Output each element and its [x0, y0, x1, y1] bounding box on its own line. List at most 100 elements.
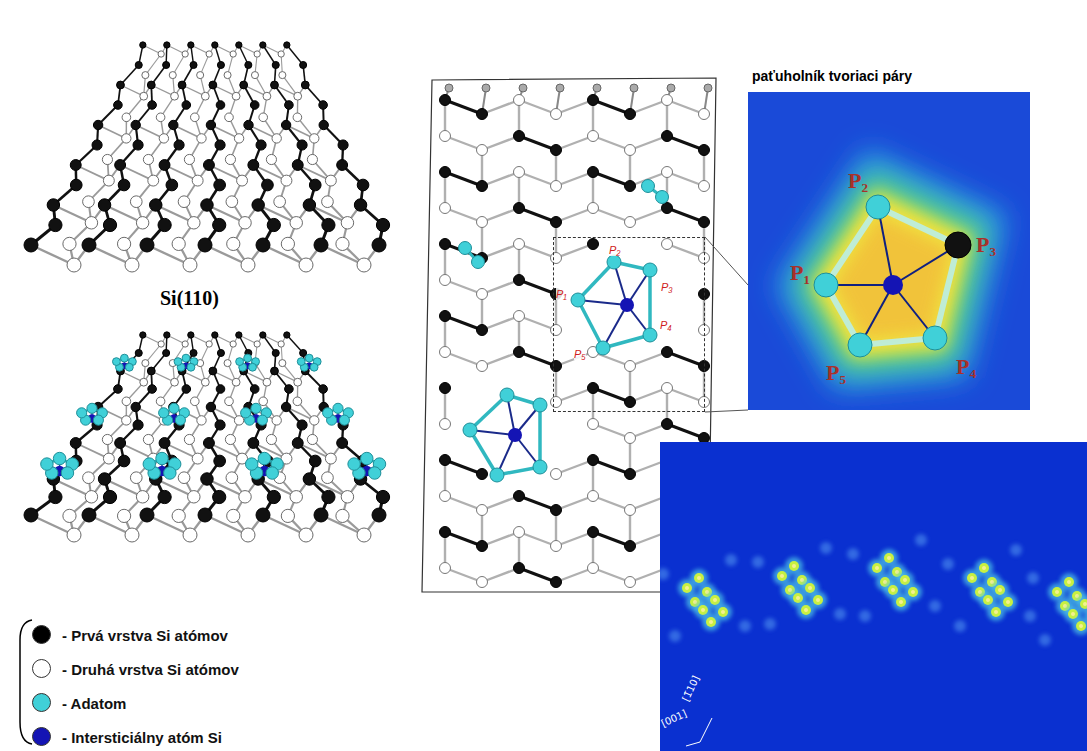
second-layer-atom — [192, 453, 203, 464]
second-layer-atom — [290, 217, 302, 229]
reconstructed-surface — [24, 332, 390, 542]
hydrogen-atom — [704, 84, 712, 92]
first-layer-atom — [281, 402, 290, 411]
first-layer-atom — [376, 218, 389, 231]
second-layer-atom — [514, 311, 525, 322]
second-layer-atom — [117, 237, 130, 250]
second-layer-atom — [197, 72, 204, 79]
first-layer-atom — [260, 42, 266, 48]
adatom — [169, 403, 179, 413]
second-layer-atom — [122, 397, 131, 406]
second-layer-atom — [299, 528, 313, 542]
adatom-cluster — [41, 452, 79, 479]
first-layer-atom — [588, 239, 599, 250]
second-layer-atom — [278, 341, 284, 347]
second-layer-atom — [130, 472, 142, 484]
second-layer-atom — [440, 347, 451, 358]
first-layer-atom — [131, 120, 140, 129]
first-layer-atom — [372, 238, 386, 252]
first-layer-atom — [216, 385, 225, 394]
first-layer-atom — [118, 455, 130, 467]
stm-spot — [694, 573, 704, 583]
second-layer-atom — [158, 341, 164, 347]
first-layer-atom — [256, 508, 270, 522]
adatom — [472, 256, 485, 269]
first-layer-atom — [309, 455, 321, 467]
first-layer-atom — [252, 199, 264, 211]
second-layer-atom — [266, 154, 276, 164]
position-label: P₂ — [609, 244, 621, 256]
stm-spot — [713, 598, 717, 602]
second-layer-atom — [477, 217, 488, 228]
first-layer-atom — [115, 438, 126, 449]
legend-swatch — [32, 693, 51, 712]
second-layer-atom — [122, 113, 131, 122]
adatom — [159, 408, 169, 418]
adatom — [41, 458, 53, 470]
position-label: P₃ — [661, 281, 673, 293]
first-layer-atom — [214, 179, 226, 191]
first-layer-atom — [354, 199, 366, 211]
second-layer-atom — [225, 154, 235, 164]
first-layer-atom — [140, 42, 146, 48]
second-layer-atom — [440, 275, 451, 286]
second-layer-atom — [440, 131, 451, 142]
second-layer-atom — [178, 472, 190, 484]
stm-spot — [693, 600, 697, 604]
adatom — [500, 388, 514, 402]
stm-ground — [660, 442, 1087, 751]
adatom — [53, 452, 65, 464]
adatom — [459, 242, 472, 255]
second-layer-atom — [102, 154, 112, 164]
second-layer-atom — [325, 453, 336, 464]
second-layer-atom — [588, 563, 599, 574]
first-layer-atom — [945, 232, 971, 258]
first-layer-atom — [285, 101, 294, 110]
first-layer-atom — [588, 95, 599, 106]
first-layer-atom — [150, 199, 162, 211]
second-layer-atom — [336, 509, 349, 522]
first-layer-atom — [203, 160, 214, 171]
first-layer-atom — [256, 140, 266, 150]
stm-spot — [1076, 595, 1087, 613]
first-layer-atom — [236, 42, 242, 48]
first-layer-atom — [625, 397, 636, 408]
density-inset — [748, 92, 1030, 410]
first-layer-atom — [551, 577, 562, 588]
stm-panel: [1̄10][001] — [660, 442, 1087, 751]
adatom — [305, 354, 313, 362]
second-layer-atom — [551, 181, 562, 192]
stm-spot — [801, 605, 811, 615]
first-layer-atom — [337, 160, 348, 171]
first-layer-atom — [272, 349, 279, 356]
adatom — [112, 358, 120, 366]
first-layer-atom — [216, 101, 225, 110]
adatom — [361, 452, 373, 464]
adatom — [848, 333, 872, 357]
second-layer-atom — [662, 167, 673, 178]
second-layer-atom — [254, 341, 260, 347]
second-layer-atom — [183, 258, 197, 272]
first-layer-atom — [297, 420, 307, 430]
first-layer-atom — [319, 101, 328, 110]
stm-spot — [991, 607, 1001, 617]
second-layer-atom — [83, 472, 95, 484]
second-layer-atom — [299, 258, 313, 272]
stm-spot — [1080, 599, 1087, 609]
first-layer-atom — [240, 81, 248, 89]
stm-spot — [911, 590, 915, 594]
stm-spot — [1027, 572, 1039, 584]
pentagon-cluster — [463, 388, 547, 482]
first-layer-atom — [133, 140, 143, 150]
second-layer-atom — [336, 237, 349, 250]
second-layer-atom — [83, 196, 95, 208]
axis-label: [001] — [659, 708, 688, 729]
second-layer-atom — [662, 95, 673, 106]
stm-spot — [899, 600, 903, 604]
second-layer-atom — [322, 196, 334, 208]
hydrogen-atom — [519, 84, 527, 92]
second-layer-atom — [699, 397, 710, 408]
hydrogen-atom — [482, 84, 490, 92]
stm-spot — [816, 598, 820, 602]
adatom — [266, 467, 278, 479]
